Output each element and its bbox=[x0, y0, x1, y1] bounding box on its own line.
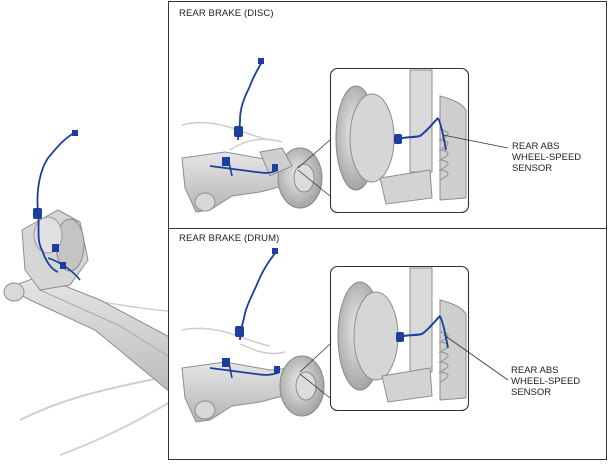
disc-callout-line-2: WHEEL-SPEED bbox=[512, 152, 582, 163]
drum-callout-line-1: REAR ABS bbox=[511, 365, 559, 376]
disc-panel-title: REAR BRAKE (DISC) bbox=[179, 8, 274, 19]
disc-brake-assembly bbox=[181, 58, 331, 213]
drum-zoom-detail bbox=[329, 265, 509, 412]
drum-sensor-callout: REAR ABS WHEEL-SPEED SENSOR bbox=[511, 365, 580, 398]
disc-callout-line-1: REAR ABS bbox=[512, 141, 560, 152]
drum-panel-title: REAR BRAKE (DRUM) bbox=[179, 233, 280, 244]
drum-callout-line-2: WHEEL-SPEED bbox=[511, 376, 581, 387]
disc-sensor-callout: REAR ABS WHEEL-SPEED SENSOR bbox=[512, 141, 581, 174]
disc-zoom-detail bbox=[329, 67, 509, 214]
drum-callout-line-3: SENSOR bbox=[511, 387, 552, 398]
disc-callout-line-3: SENSOR bbox=[512, 163, 553, 174]
drum-brake-assembly bbox=[181, 248, 331, 423]
